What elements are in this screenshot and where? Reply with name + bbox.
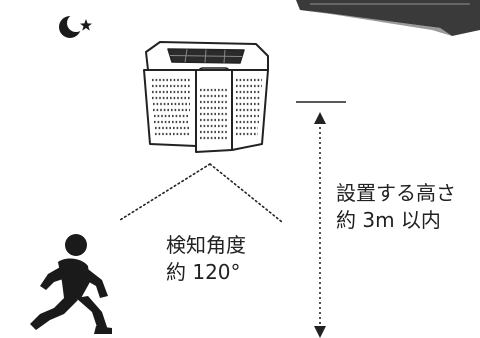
detection-angle-lines — [119, 163, 283, 223]
moon-star-icon — [59, 14, 92, 38]
mounting-height-title: 設置する高さ — [336, 181, 456, 205]
led-grid-left — [152, 78, 190, 136]
mounting-height-value: 約 3m 以内 — [336, 208, 441, 232]
detection-angle-value: 約 120° — [166, 260, 241, 284]
detection-angle-label: 検知角度 約 120° — [166, 232, 246, 286]
mounting-height-label: 設置する高さ 約 3m 以内 — [336, 180, 456, 234]
height-arrow — [314, 112, 326, 338]
led-grid-right — [236, 78, 262, 136]
device-corner-partial — [296, 0, 480, 36]
solar-panel — [167, 48, 245, 64]
running-person-icon — [30, 234, 112, 334]
detection-angle-title: 検知角度 — [166, 233, 246, 257]
solar-light-icon — [143, 41, 269, 153]
